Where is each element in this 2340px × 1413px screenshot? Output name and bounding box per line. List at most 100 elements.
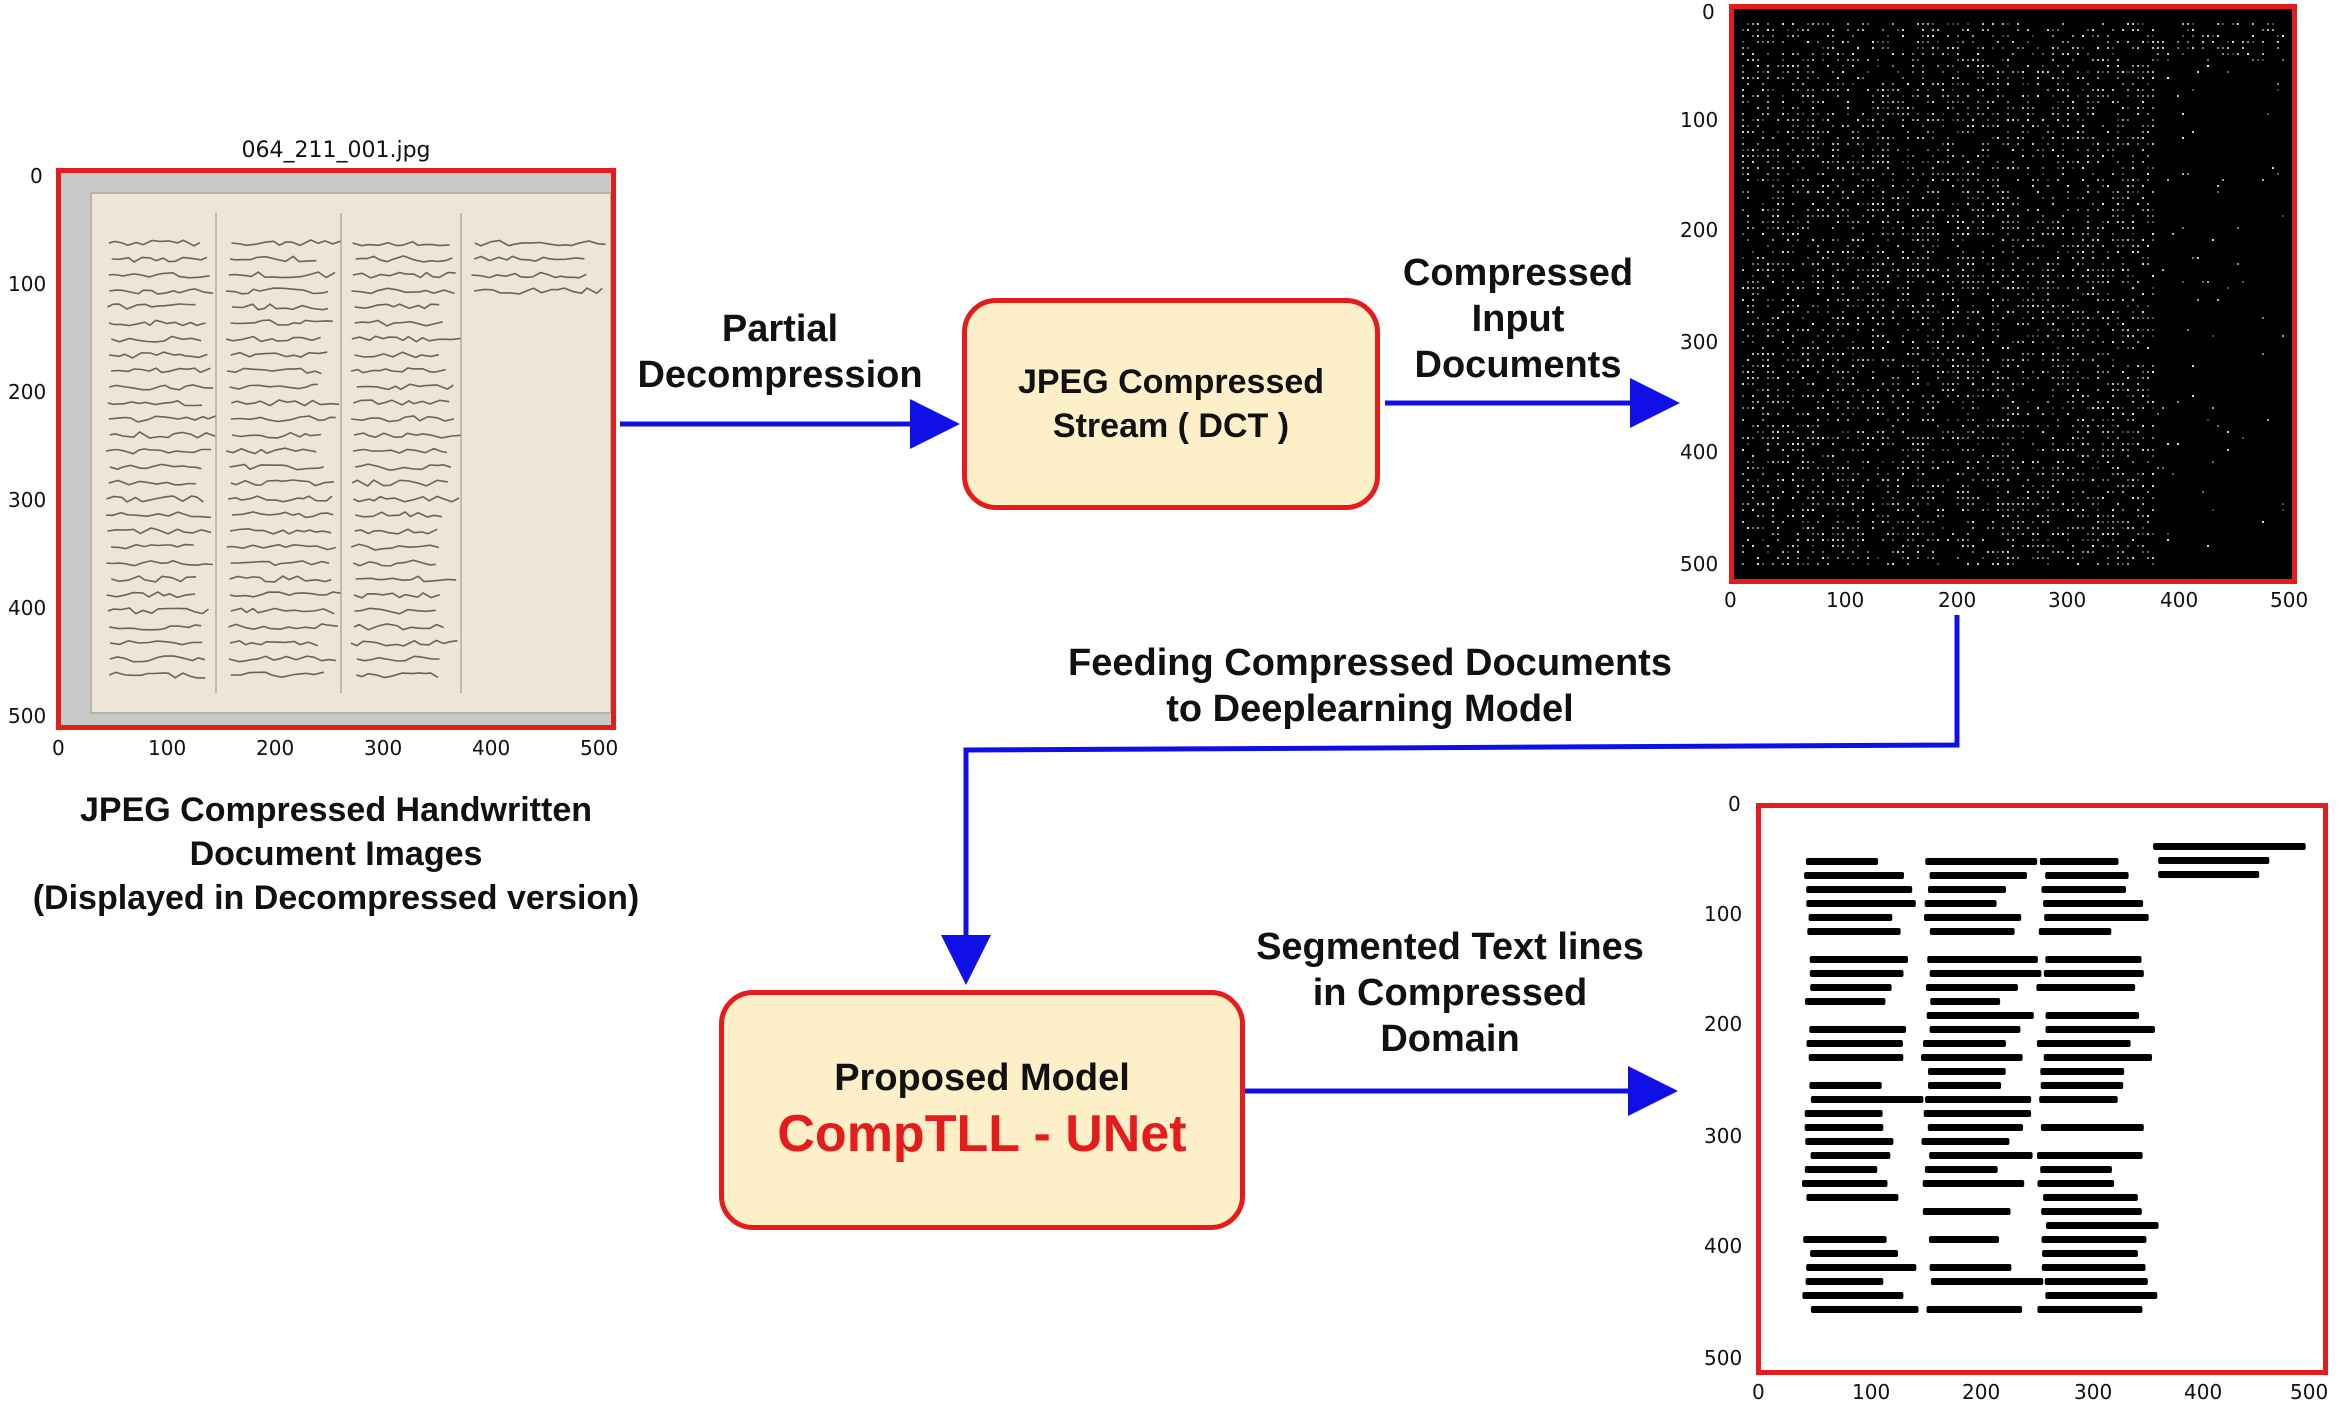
dct-coefficient xyxy=(1972,173,1974,175)
dct-coefficient xyxy=(2022,431,2024,433)
dct-coefficient xyxy=(1887,95,1889,97)
dct-coefficient xyxy=(1777,497,1779,499)
textline-mask xyxy=(1929,970,2042,977)
dct-coefficient xyxy=(1932,407,1934,409)
dct-coefficient xyxy=(2137,29,2139,31)
dct-coefficient xyxy=(1742,95,1744,97)
dct-coefficient xyxy=(1997,395,1999,397)
dct-coefficient xyxy=(2092,251,2094,253)
dct-coefficient xyxy=(2087,395,2089,397)
dct-coefficient xyxy=(1957,23,1959,25)
dct-coefficient xyxy=(2192,89,2194,91)
dct-coefficient xyxy=(1882,383,1884,385)
dct-coefficient xyxy=(2132,485,2134,487)
dct-coefficient xyxy=(1802,515,1804,517)
dct-coefficient xyxy=(1857,173,1859,175)
dct-coefficient xyxy=(2002,287,2004,289)
dct-coefficient xyxy=(2227,287,2229,289)
dct-coefficient xyxy=(2102,275,2104,277)
dct-coefficient xyxy=(1957,221,1959,223)
dct-coefficient xyxy=(2072,509,2074,511)
dct-coefficient xyxy=(1767,107,1769,109)
dct-coefficient xyxy=(2087,425,2089,427)
dct-coefficient xyxy=(1997,377,1999,379)
dct-coefficient xyxy=(1807,221,1809,223)
textline-mask xyxy=(1925,984,2018,991)
dct-coefficient xyxy=(1942,431,1944,433)
dct-coefficient xyxy=(1762,485,1764,487)
dct-coefficient xyxy=(2012,161,2014,163)
dct-coefficient xyxy=(1932,101,1934,103)
dct-coefficient xyxy=(1877,473,1879,475)
dct-coefficient xyxy=(1772,533,1774,535)
dct-coefficient xyxy=(2112,533,2114,535)
dct-coefficient xyxy=(2052,389,2054,391)
dct-coefficient xyxy=(1762,233,1764,235)
dct-coefficient xyxy=(2097,401,2099,403)
dct-coefficient xyxy=(1817,503,1819,505)
dct-coefficient xyxy=(1887,485,1889,487)
dct-coefficient xyxy=(2122,431,2124,433)
dct-coefficient xyxy=(1922,545,1924,547)
dct-coefficient xyxy=(2007,83,2009,85)
dct-coefficient xyxy=(1932,467,1934,469)
dct-coefficient xyxy=(2082,539,2084,541)
dct-coefficient xyxy=(1977,335,1979,337)
dct-coefficient xyxy=(1992,83,1994,85)
dct-coefficient xyxy=(1862,491,1864,493)
dct-coefficient xyxy=(2067,65,2069,67)
dct-coefficient xyxy=(1882,335,1884,337)
handwriting-stroke xyxy=(354,528,438,535)
dct-coefficient xyxy=(1822,455,1824,457)
dct-coefficient xyxy=(1952,311,1954,313)
dct-coefficient xyxy=(2057,257,2059,259)
textline-mask xyxy=(1809,1026,1907,1033)
dct-coefficient xyxy=(1787,545,1789,547)
dct-coefficient xyxy=(1837,95,1839,97)
dct-coefficient xyxy=(2112,509,2114,511)
dct-coefficient xyxy=(1847,209,1849,211)
dct-coefficient xyxy=(2182,23,2184,25)
dct-coefficient xyxy=(1992,269,1994,271)
dct-coefficient xyxy=(1792,215,1794,217)
dct-coefficient xyxy=(1977,59,1979,61)
dct-coefficient xyxy=(2072,101,2074,103)
dct-coefficient xyxy=(1752,455,1754,457)
dct-coefficient xyxy=(1932,29,1934,31)
dct-coefficient xyxy=(2072,437,2074,439)
dct-coefficient xyxy=(2167,179,2169,181)
dct-coefficient xyxy=(1977,113,1979,115)
dct-coefficient xyxy=(2077,455,2079,457)
dct-coefficient xyxy=(1832,443,1834,445)
dct-coefficient xyxy=(2057,317,2059,319)
dct-coefficient xyxy=(1932,179,1934,181)
dct-coefficient xyxy=(2187,29,2189,31)
dct-coefficient xyxy=(1742,71,1744,73)
dct-coefficient xyxy=(1817,281,1819,283)
dct-coefficient xyxy=(2047,557,2049,559)
dct-coefficient xyxy=(2197,257,2199,259)
dct-coefficient xyxy=(1807,437,1809,439)
dct-coefficient xyxy=(1967,467,1969,469)
dct-coefficient xyxy=(1742,257,1744,259)
dct-coefficient xyxy=(1942,437,1944,439)
dct-coefficient xyxy=(1777,227,1779,229)
dct-coefficient xyxy=(1897,551,1899,553)
dct-coefficient xyxy=(1987,125,1989,127)
dct-coefficient xyxy=(2027,311,2029,313)
dct-coefficient xyxy=(1757,293,1759,295)
dct-coefficient xyxy=(1777,197,1779,199)
dct-coefficient xyxy=(1847,143,1849,145)
dct-coefficient xyxy=(1842,287,1844,289)
dct-coefficient xyxy=(2052,29,2054,31)
dct-coefficient xyxy=(2082,257,2084,259)
dct-coefficient xyxy=(1927,251,1929,253)
dct-coefficient xyxy=(1977,407,1979,409)
seg-y-tick: 500 xyxy=(1704,1346,1743,1370)
dct-coefficient xyxy=(2082,293,2084,295)
dct-coefficient xyxy=(1847,467,1849,469)
dct-coefficient xyxy=(2102,125,2104,127)
dct-coefficient xyxy=(2117,383,2119,385)
dct-coefficient xyxy=(2152,47,2154,49)
dct-coefficient xyxy=(2122,173,2124,175)
